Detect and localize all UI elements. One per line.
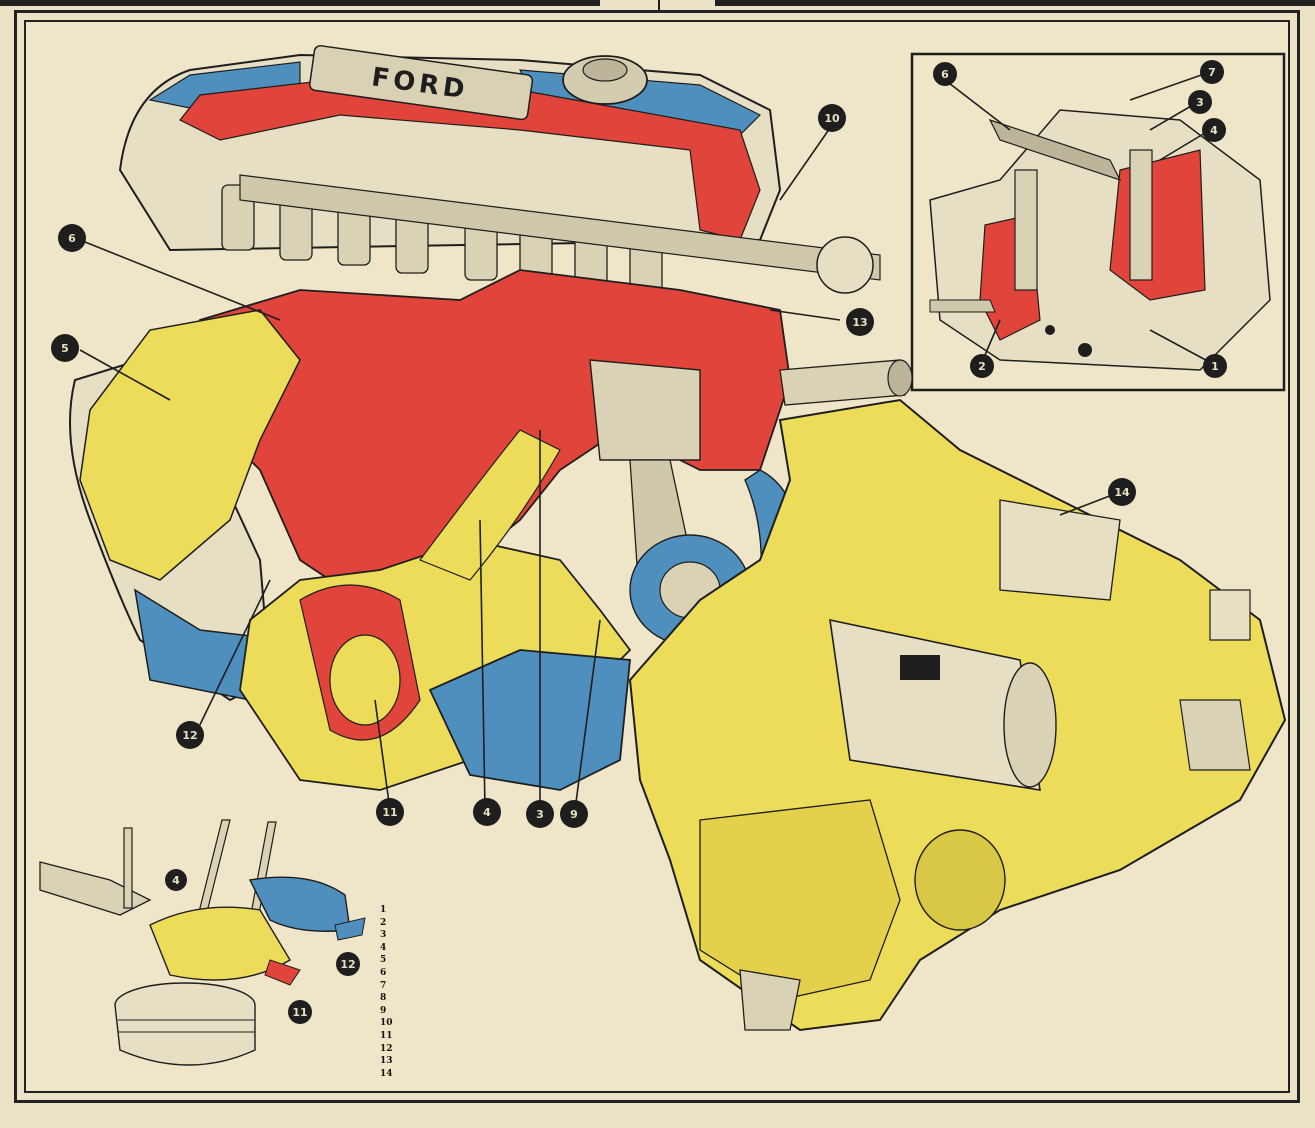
legend-item: 11 (380, 1030, 393, 1041)
detail-callout-4: 4 (165, 869, 187, 891)
callout-3: 3 (526, 800, 554, 828)
legend-item: 8 (380, 993, 387, 1004)
legend-number-list: 1 2 3 4 5 6 7 8 9 10 11 12 13 14 (380, 904, 398, 1080)
svg-text:14: 14 (1114, 486, 1130, 499)
svg-text:11: 11 (382, 806, 397, 819)
callout-9: 9 (560, 800, 588, 828)
inset-callout-7: 7 (1200, 60, 1224, 84)
inset-callout-1: 1 (1203, 354, 1227, 378)
legend-item: 3 (380, 930, 387, 941)
legend-item: 4 (380, 942, 387, 953)
legend-item: 13 (380, 1056, 393, 1067)
svg-text:11: 11 (292, 1006, 307, 1019)
inset-callout-6: 6 (933, 62, 957, 86)
legend-item: 1 (380, 905, 387, 915)
callout-11: 11 (376, 798, 404, 826)
inset-callout-2: 2 (970, 354, 994, 378)
legend-item: 12 (380, 1043, 393, 1054)
svg-text:4: 4 (1210, 124, 1218, 137)
detail-callout-11: 11 (288, 1000, 312, 1024)
engine-block (69, 45, 913, 791)
top-rule-right (715, 0, 1315, 6)
svg-text:10: 10 (824, 112, 840, 125)
callout-14: 14 (1108, 478, 1136, 506)
top-tick (658, 0, 660, 10)
svg-text:12: 12 (340, 958, 355, 971)
callout-10: 10 (818, 104, 846, 132)
svg-text:3: 3 (536, 808, 544, 821)
inset-callout-4: 4 (1202, 118, 1226, 142)
inset-cylinder-head-detail (910, 52, 1286, 392)
svg-text:7: 7 (1208, 66, 1216, 79)
legend-item: 9 (380, 1005, 387, 1016)
svg-text:5: 5 (61, 342, 69, 355)
legend-item: 6 (380, 967, 387, 978)
legend-item: 2 (380, 917, 387, 928)
svg-text:4: 4 (483, 806, 491, 819)
legend-item: 7 (380, 980, 387, 991)
inset-callout-3: 3 (1188, 90, 1212, 114)
callout-6: 6 (58, 224, 86, 252)
top-rule-left (0, 0, 600, 6)
outer-frame (14, 10, 1300, 1103)
callout-12: 12 (176, 721, 204, 749)
svg-text:2: 2 (978, 360, 986, 373)
svg-text:9: 9 (570, 808, 578, 821)
svg-text:FORD: FORD (370, 62, 471, 105)
gearbox-housing (628, 398, 1287, 1032)
callout-5: 5 (51, 334, 79, 362)
legend-item: 10 (380, 1018, 393, 1029)
rocker-cover-lettering: FORD (370, 62, 471, 105)
combustion-chamber-detail (39, 819, 366, 1066)
legend-item: 14 (380, 1068, 393, 1079)
svg-text:3: 3 (1196, 96, 1204, 109)
callout-13: 13 (846, 308, 874, 336)
svg-text:4: 4 (172, 874, 180, 887)
svg-text:12: 12 (182, 729, 197, 742)
callout-4: 4 (473, 798, 501, 826)
legend-item: 5 (380, 955, 387, 966)
detail-callout-12: 12 (336, 952, 360, 976)
svg-text:6: 6 (68, 232, 76, 245)
svg-text:13: 13 (852, 316, 867, 329)
svg-text:1: 1 (1211, 360, 1219, 373)
svg-text:6: 6 (941, 68, 949, 81)
